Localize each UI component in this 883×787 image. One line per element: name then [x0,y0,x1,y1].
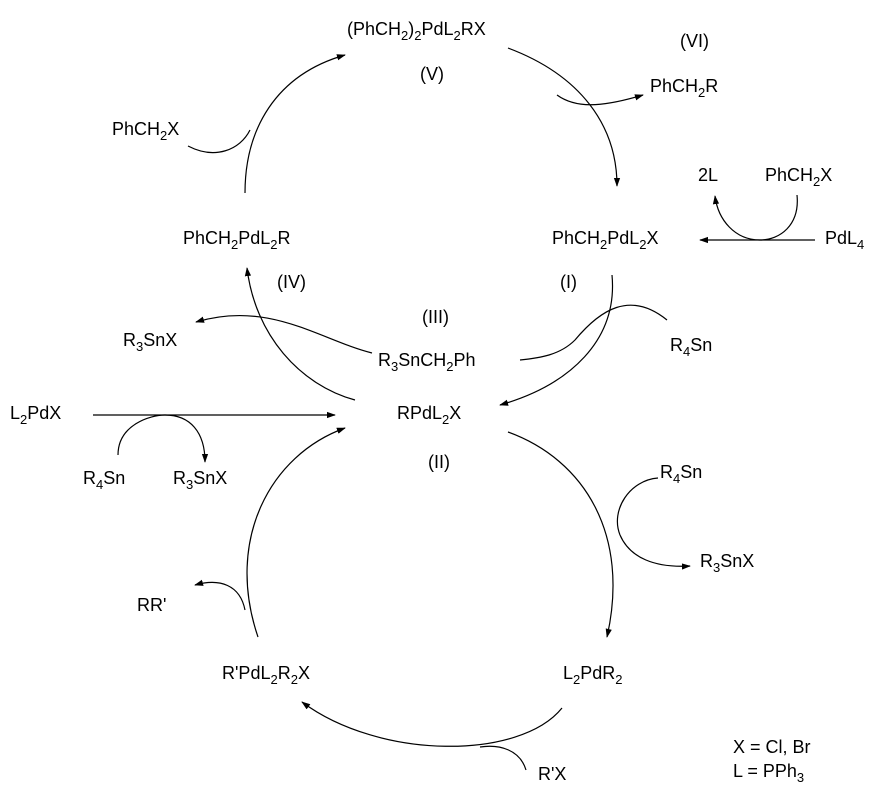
species-pdl4: PdL4 [825,228,864,252]
species-benzyl-pd-left: PhCH2PdL2R [183,228,291,252]
reagent-2l: 2L [698,165,718,185]
reagent-r4sn-left: R4Sn [83,468,125,492]
arrow-rr-prime-out [194,579,246,611]
arrow-v-to-i [507,47,621,187]
arrow-rprimex-in [479,745,527,771]
species-center: RPdL2X [397,403,461,427]
arrow-rprime-to-ii [246,427,346,638]
reagent-phch2r: PhCH2R [650,76,718,100]
arrow-ii-to-l2pdr2 [507,431,614,638]
reagent-r3snx-lower-right: R3SnX [700,551,754,575]
arrow-i-to-ii [499,274,614,406]
species-rprime-pd: R'PdL2R2X [222,663,310,687]
reagent-r3snx-bottom-left: R3SnX [173,468,227,492]
label-iii: (III) [422,307,449,327]
reagent-phch2x-left: PhCH2X [112,119,179,143]
legend-l-definition: L = PPh3 [733,761,804,785]
arrow-2l-out [712,195,761,241]
reagent-rprime-x: R'X [538,764,566,784]
label-i: (I) [560,272,577,292]
arrow-r3snx-left-out [164,414,209,463]
reagent-r4sn-lower-right: R4Sn [660,462,702,486]
arrow-phch2x-in-left [187,129,251,154]
reagent-rr-prime: RR' [137,595,166,615]
arrow-ii-to-iv [244,267,356,401]
arrow-r3snx-lower-out [619,534,691,570]
arrow-iv-to-v [244,54,346,194]
species-l2pdr2: L2PdR2 [563,663,623,687]
species-benzyl-pd-right: PhCH2PdL2X [552,228,659,252]
arrow-phch2x-right-in [759,194,798,241]
arrow-r4sn-to-tin-benzyl [519,304,668,361]
label-iv: (IV) [277,272,306,292]
arrow-r4sn-lower-in [616,477,659,536]
species-top-complex: (PhCH2)2PdL2RX [347,19,486,43]
species-l2pdx: L2PdX [10,403,61,427]
arrow-tin-benzyl-to-r3snx [195,314,373,354]
label-v: (V) [420,64,444,84]
species-tin-benzyl: R3SnCH2Ph [378,350,476,374]
label-vi: (VI) [680,31,709,51]
reagent-phch2x-right: PhCH2X [765,165,832,189]
arrow-l2pdr2-to-rprime [301,701,563,747]
label-ii: (II) [428,452,450,472]
arrow-phch2r-out [556,94,644,106]
reagent-r4sn-right: R4Sn [670,335,712,359]
legend-x-definition: X = Cl, Br [733,737,811,757]
reagent-r3snx-left: R3SnX [123,330,177,354]
arrow-r4sn-left-in [117,414,166,456]
